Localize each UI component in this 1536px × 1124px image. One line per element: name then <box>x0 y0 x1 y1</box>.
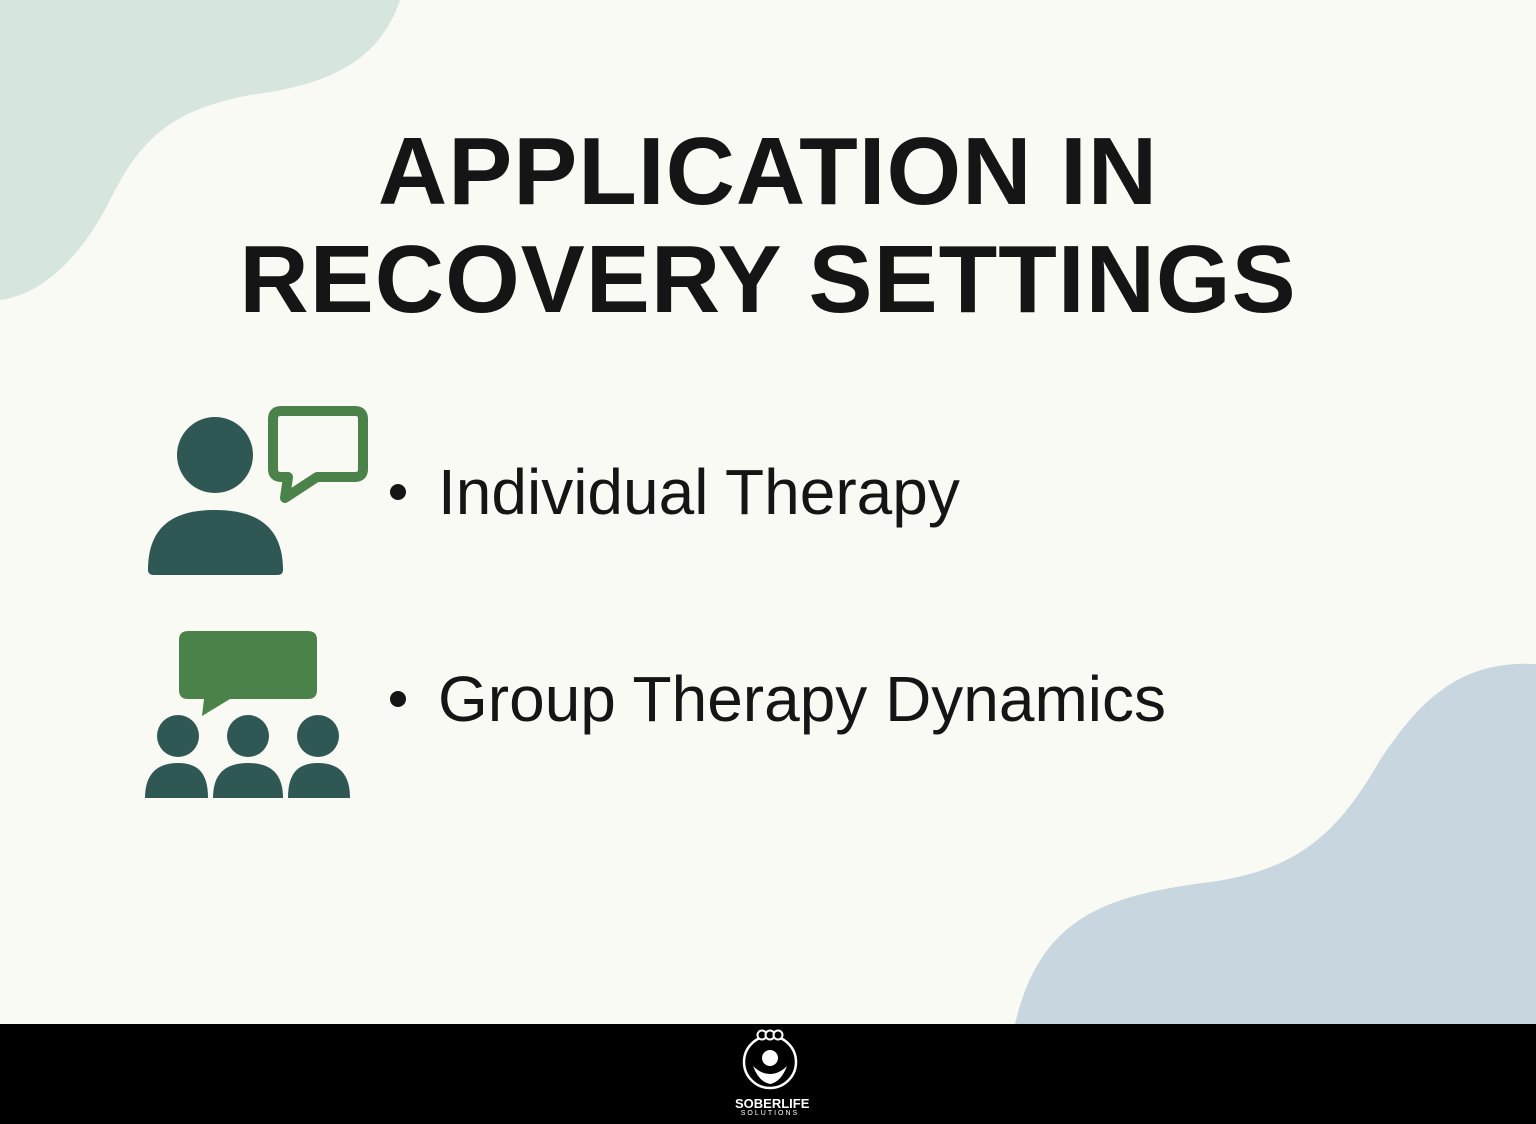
page-title: APPLICATION IN RECOVERY SETTINGS <box>239 118 1297 333</box>
person-speech-icon <box>148 406 368 575</box>
logo-hands-sun-icon <box>742 1029 798 1090</box>
list-item-group-therapy: Group Therapy Dynamics <box>390 662 1166 736</box>
soberlife-logo: SOBERLIFE SOLUTIONS <box>735 1028 809 1118</box>
list-item-individual-therapy: Individual Therapy <box>390 455 960 529</box>
decorative-blob-bottom-right <box>1015 663 1536 1024</box>
decorative-blob-top-left <box>0 0 400 300</box>
bullet <box>390 484 406 500</box>
group-speech-icon <box>145 631 350 798</box>
bullet <box>390 691 406 707</box>
